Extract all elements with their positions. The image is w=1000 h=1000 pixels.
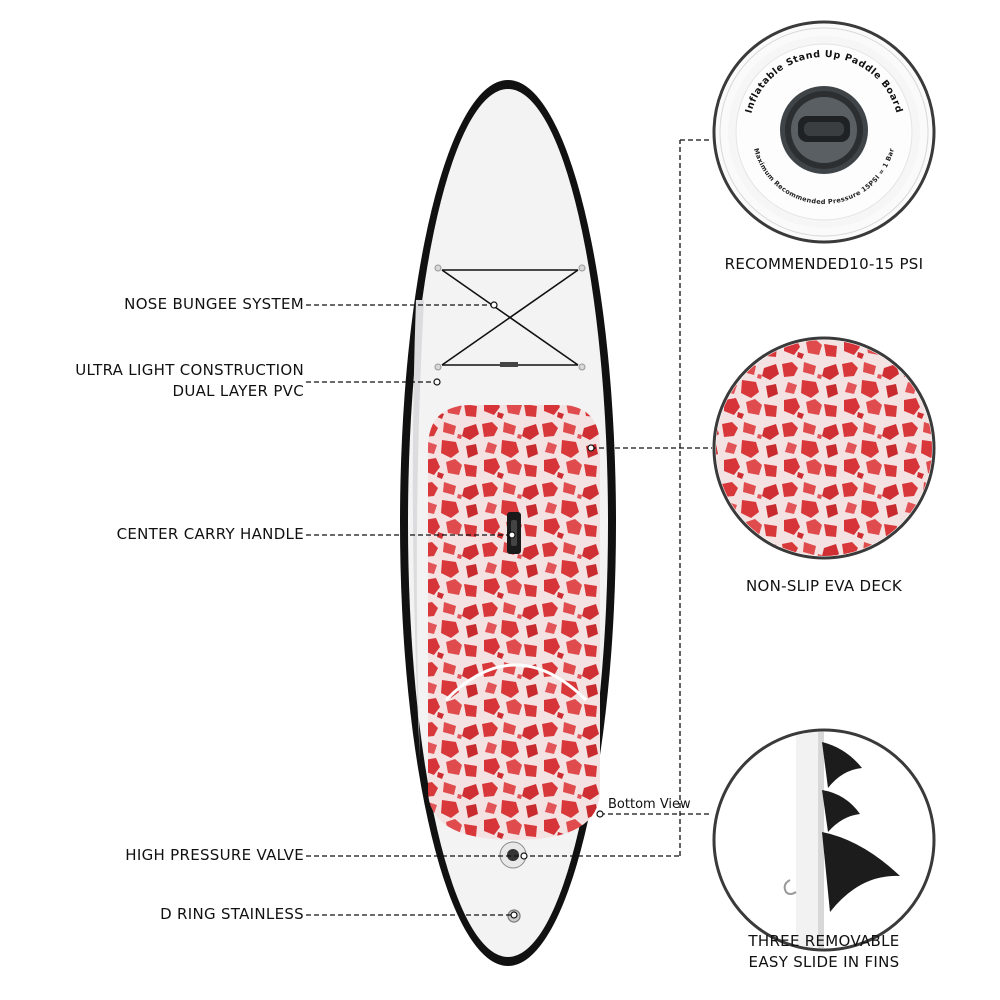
fin-icon [822, 742, 900, 912]
label-fins: THREE REMOVABLE EASY SLIDE IN FINS [704, 931, 944, 973]
label-carry-handle: CENTER CARRY HANDLE [116, 525, 304, 543]
label-deck: NON-SLIP EVA DECK [745, 577, 903, 595]
label-psi: RECOMMENDED10-15 PSI [724, 255, 924, 273]
leader-dots [433, 301, 604, 919]
valve-detail-circle: Inflatable Stand Up Paddle Board Maximum… [712, 20, 936, 244]
label-nose-bungee: NOSE BUNGEE SYSTEM [124, 295, 304, 313]
label-d-ring: D RING STAINLESS [160, 905, 304, 923]
label-construction: ULTRA LIGHT CONSTRUCTION DUAL LAYER PVC [75, 360, 304, 402]
fins-detail-circle [712, 728, 936, 952]
bungee-cord-icon [434, 264, 586, 371]
label-fins-line1: THREE REMOVABLE [748, 932, 900, 950]
label-construction-line2: DUAL LAYER PVC [172, 382, 304, 400]
valve-icon [499, 841, 527, 869]
label-fins-line2: EASY SLIDE IN FINS [748, 953, 900, 971]
label-valve: HIGH PRESSURE VALVE [125, 846, 304, 864]
valve-closeup-icon [780, 86, 868, 174]
deck-detail-circle [712, 336, 936, 560]
board-side-shade [412, 300, 424, 760]
label-construction-line1: ULTRA LIGHT CONSTRUCTION [75, 361, 304, 379]
label-bottom-view: Bottom View [608, 797, 691, 812]
leader-lines [306, 139, 712, 916]
paddle-board [400, 80, 616, 966]
eva-deck-pad [428, 405, 600, 840]
